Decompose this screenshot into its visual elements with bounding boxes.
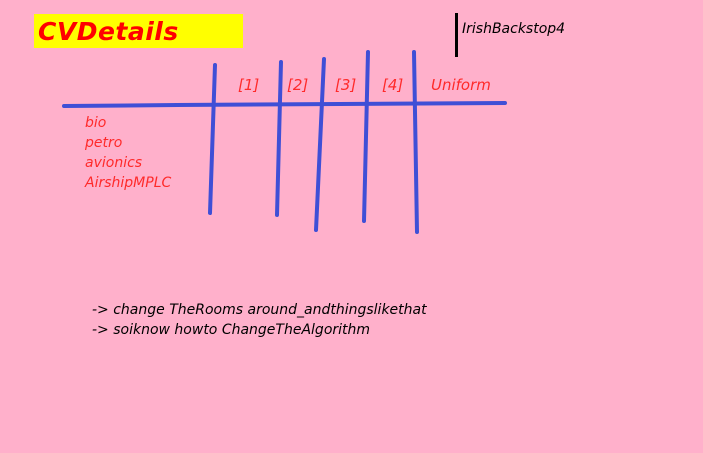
row-label-avionics: avionics bbox=[85, 155, 143, 171]
row-label-petro: petro bbox=[85, 135, 123, 151]
horizontal-axis-line bbox=[62, 103, 180, 108]
column-divider-4 bbox=[362, 50, 370, 223]
column-divider-2 bbox=[275, 60, 283, 217]
note-line-1: -> change TheRooms around_andthingsliket… bbox=[92, 302, 427, 318]
row-label-bio: bio bbox=[85, 115, 107, 131]
column-divider-3 bbox=[314, 57, 326, 232]
column-label-2: [2] bbox=[287, 76, 309, 94]
user-name: IrishBackstop4 bbox=[462, 21, 566, 37]
column-divider-1 bbox=[208, 63, 217, 215]
row-label-airshipmplc: AirshipMPLC bbox=[85, 175, 172, 191]
page-title: CVDetails bbox=[38, 17, 179, 46]
column-label-1: [1] bbox=[238, 76, 260, 94]
column-label-3: [3] bbox=[335, 76, 357, 94]
user-divider bbox=[455, 13, 458, 57]
horizontal-axis-line-2 bbox=[174, 101, 507, 107]
column-divider-5 bbox=[412, 50, 419, 234]
note-line-2: -> soiknow howto ChangeTheAlgorithm bbox=[92, 322, 371, 338]
column-label-uniform: Uniform bbox=[431, 76, 491, 94]
column-label-4: [4] bbox=[382, 76, 404, 94]
title-box: CVDetails bbox=[34, 14, 243, 48]
